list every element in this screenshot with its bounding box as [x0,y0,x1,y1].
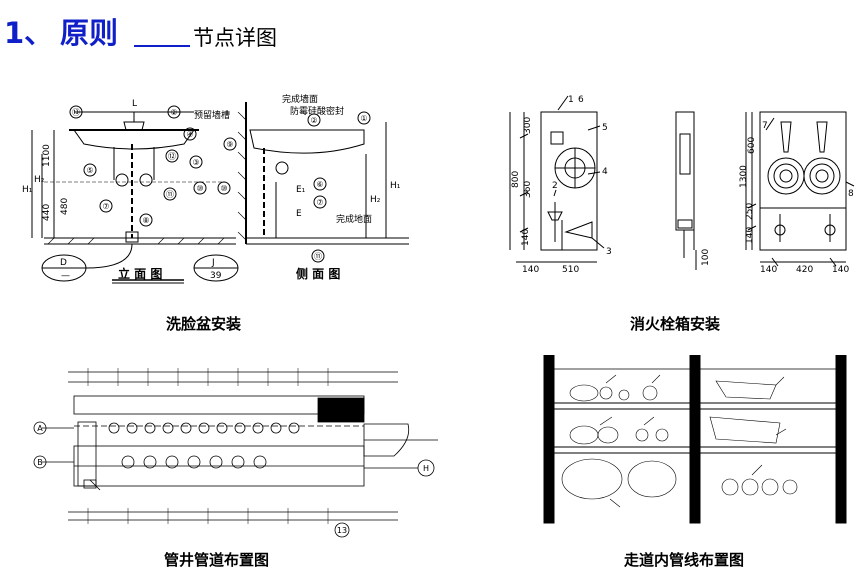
shaft-pipe-drawing: A B H 13 [28,362,448,540]
hyd-callout-8: 8 [848,189,854,199]
hyd-dim-140d: 140 [760,265,777,275]
shaft-marker-H: H [423,464,429,473]
dim-480: 480 [60,198,70,215]
callout-13: ⑬ [72,108,80,117]
hyd-dim-800: 800 [511,171,521,188]
title-underline [134,45,190,47]
callout-4: ④ [186,130,193,139]
ref-D: D [60,258,67,268]
callout-12: ⑫ [168,152,176,161]
ref-J: J [211,258,215,268]
note-wall-groove: 预留墙槽 [194,109,230,121]
hyd-callout-1: 1 [568,95,574,105]
title-number: 1、 [4,16,54,50]
hyd-callout-3: 3 [606,247,612,257]
shaft-marker-B: B [37,458,43,467]
note-finished-wall: 完成墙面 [282,93,318,105]
corridor-svg [543,355,847,524]
washbasin-svg: L H₁ H₂ 1100 440 480 E₁ E H₁ H₂ 预留墙槽 完成墙… [22,93,409,284]
shaft-svg: A B H 13 [33,368,438,538]
hydrant-svg: 1 6 5 4 2 3 7 8 800 300 360 140 140 510 … [509,95,855,275]
side-callout-9: ⑨ [226,140,233,149]
dim-H1: H₁ [22,185,33,195]
callout-8: ⑧ [142,216,149,225]
corridor-pipe-drawing [540,355,860,545]
hyd-dim-140c: 140 [745,227,755,244]
callout-10: ⑩ [196,184,203,193]
hyd-dim-140e: 140 [832,265,849,275]
dim-L: L [132,99,137,109]
side-callout-11: ⑪ [314,252,322,261]
ref-dash: — [61,271,70,281]
hyd-dim-140a: 140 [521,229,531,246]
callout-2: ② [170,108,177,117]
dim-E: E [296,209,302,219]
hyd-dim-600: 600 [747,137,757,154]
hyd-callout-7: 7 [762,121,768,131]
callout-3: ③ [192,158,199,167]
side-H1: H₁ [390,181,401,191]
hyd-dim-1300: 1300 [739,165,749,188]
shaft-marker-A: A [37,424,43,433]
hyd-callout-5: 5 [602,123,608,133]
side-H2: H₂ [370,195,381,205]
hyd-dim-510: 510 [562,265,579,275]
note-sealant: 防霉硅酸密封 [290,105,344,117]
hyd-dim-420: 420 [796,265,813,275]
callout-11: ⑪ [166,190,174,199]
note-finished-floor: 完成地面 [336,213,372,225]
ref-39: 39 [210,271,222,281]
side-callout-7: ⑦ [316,198,323,207]
hydrant-caption: 消火栓箱安装 [630,315,721,333]
dim-H2: H₂ [34,175,45,185]
callout-7: ⑦ [102,202,109,211]
side-view-label: 侧 面 图 [296,266,340,281]
hyd-dim-250: 250 [745,203,755,220]
hyd-callout-4: 4 [602,167,608,177]
side-callout-6: ⑥ [316,180,323,189]
hyd-callout-2: 2 [552,181,558,191]
dim-1100: 1100 [42,144,52,167]
corridor-caption: 走道内管线布置图 [624,551,745,569]
dim-E1: E₁ [296,185,306,195]
side-callout-10: ⑩ [220,184,227,193]
hyd-callout-6: 6 [578,95,584,105]
washbasin-caption: 洗脸盆安装 [166,315,242,333]
title-subtitle: 节点详图 [193,26,277,50]
hyd-dim-100: 100 [701,249,711,266]
side-callout-1: ① [360,114,367,123]
washbasin-drawing: L H₁ H₂ 1100 440 480 E₁ E H₁ H₂ 预留墙槽 完成墙… [14,92,414,292]
shaft-marker-13: 13 [337,526,347,535]
callout-5: ⑤ [86,166,93,175]
front-view-label: 立 面 图 [118,266,162,281]
shaft-caption: 管井管道布置图 [164,551,270,569]
hyd-dim-360: 360 [523,181,533,198]
hydrant-box-drawing: 1 6 5 4 2 3 7 8 800 300 360 140 140 510 … [496,92,856,282]
hyd-dim-140b: 140 [522,265,539,275]
hyd-dim-300: 300 [523,117,533,134]
dim-440: 440 [42,204,52,221]
side-callout-2: ② [310,116,317,125]
title-word: 原则 [60,16,119,50]
